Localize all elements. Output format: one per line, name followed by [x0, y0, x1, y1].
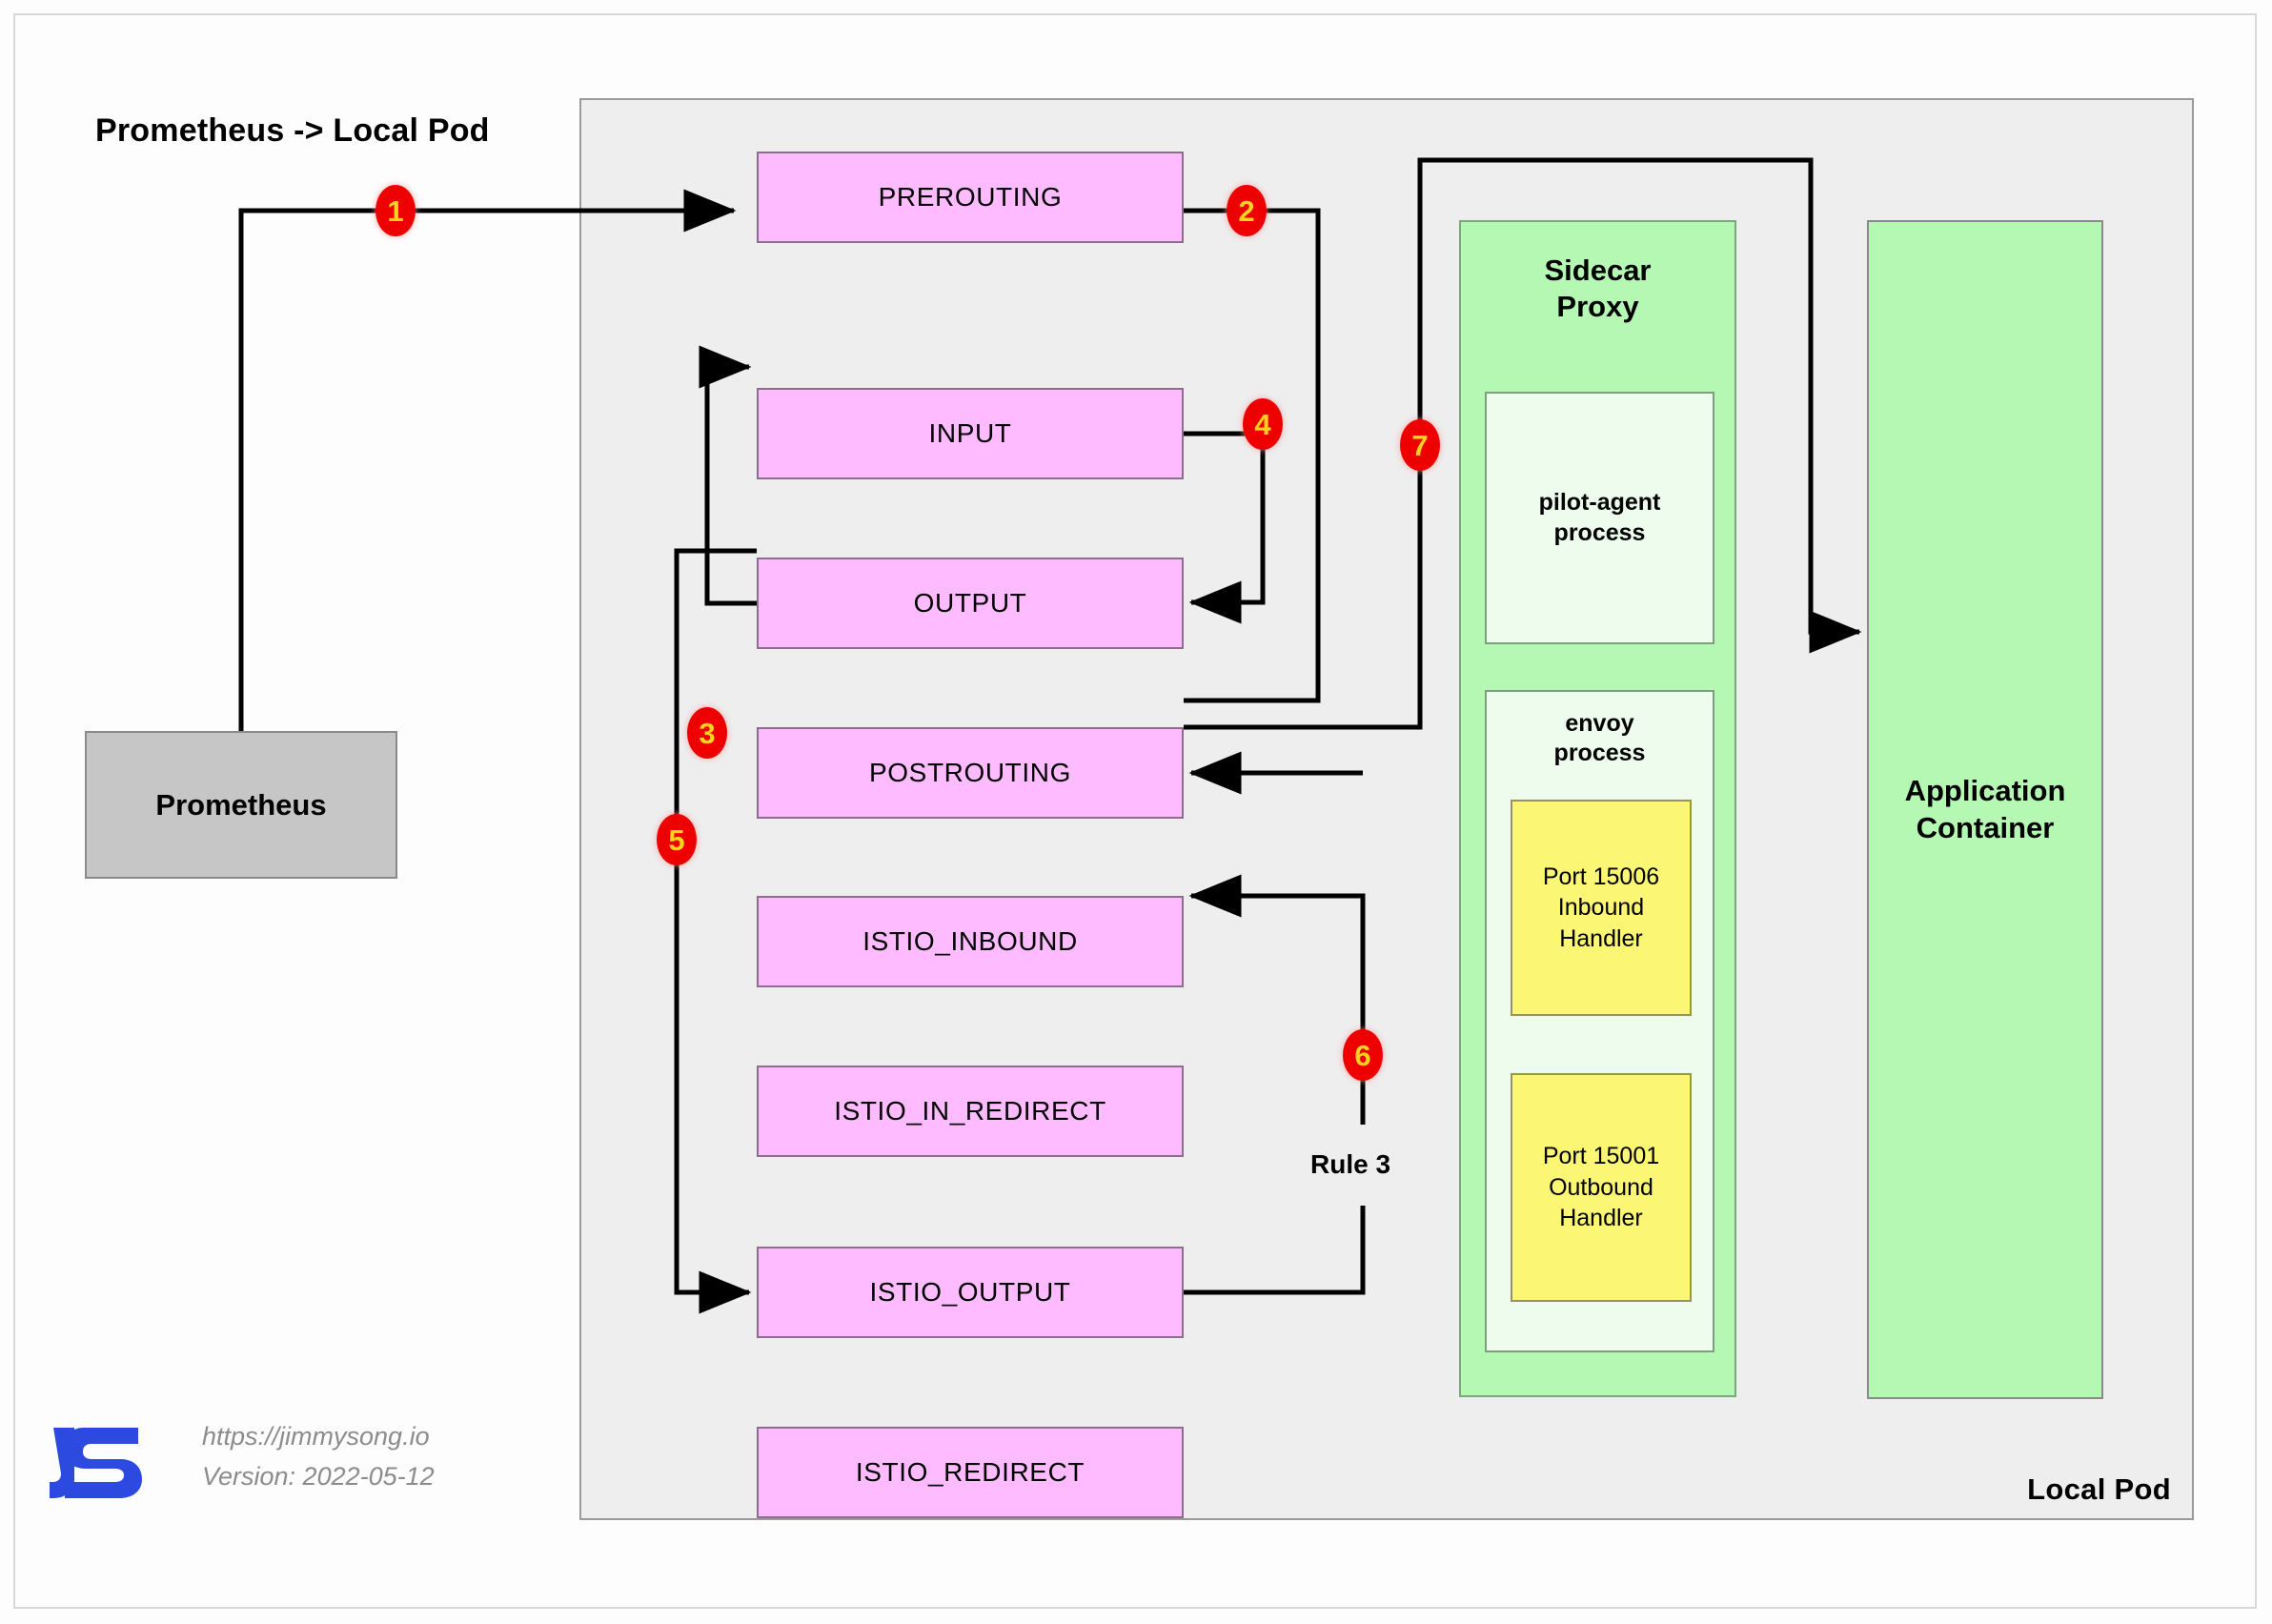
- rule-3-annotation: Rule 3: [1310, 1149, 1391, 1179]
- pilot-agent-label: pilot-agent process: [1539, 488, 1661, 548]
- sidecar-title-line1: Sidecar: [1544, 254, 1652, 287]
- chain-label-postrouting: POSTROUTING: [869, 758, 1071, 787]
- step-badge-2-number: 2: [1238, 193, 1255, 228]
- chain-box-istio-output[interactable]: ISTIO_OUTPUT: [757, 1247, 1184, 1338]
- step-badge-6: 6: [1343, 1029, 1383, 1081]
- chain-label-istio-redirect: ISTIO_REDIRECT: [855, 1457, 1085, 1487]
- port-outbound-line3: Handler: [1559, 1205, 1643, 1232]
- chain-box-output[interactable]: OUTPUT: [757, 558, 1184, 649]
- envoy-title-line1: envoy: [1565, 710, 1634, 737]
- pilot-agent-process-box: pilot-agent process: [1485, 392, 1714, 644]
- step-badge-3: 3: [687, 707, 727, 759]
- chain-label-istio-output: ISTIO_OUTPUT: [869, 1277, 1071, 1307]
- port-inbound-line1: Port 15006: [1542, 863, 1660, 890]
- prometheus-box: Prometheus: [85, 731, 397, 879]
- step-badge-4: 4: [1243, 398, 1283, 450]
- chain-box-istio-inbound[interactable]: ISTIO_INBOUND: [757, 896, 1184, 987]
- envoy-title-line2: process: [1553, 740, 1646, 767]
- prometheus-label: Prometheus: [155, 787, 327, 822]
- step-badge-1: 1: [375, 185, 416, 236]
- envoy-process-box: envoy process Port 15006 Inbound Handler…: [1485, 690, 1714, 1352]
- diagram-title: Prometheus -> Local Pod: [95, 112, 490, 149]
- port-outbound-line1: Port 15001: [1542, 1143, 1660, 1170]
- pilot-agent-line2: process: [1553, 518, 1646, 546]
- chain-label-output: OUTPUT: [913, 588, 1027, 618]
- application-container-box: Application Container: [1867, 220, 2103, 1399]
- local-pod-label: Local Pod: [2027, 1472, 2171, 1506]
- application-container-label: Application Container: [1905, 773, 2066, 846]
- port-outbound-label: Port 15001 Outbound Handler: [1543, 1141, 1659, 1234]
- application-container-line1: Application: [1904, 774, 2066, 808]
- chain-label-input: INPUT: [928, 418, 1012, 448]
- sidecar-proxy-title: Sidecar Proxy: [1461, 253, 1734, 325]
- chain-label-prerouting: PREROUTING: [878, 182, 1063, 212]
- port-15001-outbound-handler[interactable]: Port 15001 Outbound Handler: [1511, 1073, 1692, 1302]
- logo-letter-s: [64, 1428, 142, 1498]
- chain-box-postrouting[interactable]: POSTROUTING: [757, 727, 1184, 819]
- port-inbound-label: Port 15006 Inbound Handler: [1543, 862, 1659, 955]
- step-badge-1-number: 1: [387, 193, 404, 228]
- step-badge-7: 7: [1400, 419, 1440, 471]
- step-badge-6-number: 6: [1354, 1038, 1371, 1072]
- sidecar-proxy-container: Sidecar Proxy pilot-agent process envoy …: [1459, 220, 1736, 1397]
- chain-label-istio-inbound: ISTIO_INBOUND: [862, 926, 1078, 956]
- chain-box-istio-redirect[interactable]: ISTIO_REDIRECT: [757, 1427, 1184, 1518]
- pilot-agent-line1: pilot-agent: [1538, 489, 1661, 517]
- chain-box-prerouting[interactable]: PREROUTING: [757, 152, 1184, 243]
- chain-box-istio-in-redirect[interactable]: ISTIO_IN_REDIRECT: [757, 1066, 1184, 1157]
- step-badge-5-number: 5: [668, 822, 685, 857]
- application-container-line2: Container: [1916, 810, 2055, 844]
- envoy-process-title: envoy process: [1487, 709, 1713, 769]
- step-badge-3-number: 3: [699, 716, 716, 750]
- jimmysong-js-logo: [50, 1428, 142, 1498]
- footer-url: https://jimmysong.io: [202, 1422, 430, 1451]
- step-badge-4-number: 4: [1254, 407, 1271, 441]
- port-inbound-line3: Handler: [1559, 924, 1643, 952]
- port-outbound-line2: Outbound: [1549, 1173, 1653, 1201]
- sidecar-title-line2: Proxy: [1556, 289, 1639, 323]
- step-badge-7-number: 7: [1411, 428, 1429, 462]
- footer-credit: https://jimmysong.io Version: 2022-05-12: [202, 1417, 435, 1497]
- port-inbound-line2: Inbound: [1557, 894, 1645, 922]
- step-badge-5: 5: [657, 814, 697, 865]
- step-badge-2: 2: [1227, 185, 1267, 236]
- chain-box-input[interactable]: INPUT: [757, 388, 1184, 479]
- chain-label-istio-in-redirect: ISTIO_IN_REDIRECT: [834, 1096, 1106, 1126]
- port-15006-inbound-handler[interactable]: Port 15006 Inbound Handler: [1511, 800, 1692, 1016]
- footer-version: Version: 2022-05-12: [202, 1461, 435, 1491]
